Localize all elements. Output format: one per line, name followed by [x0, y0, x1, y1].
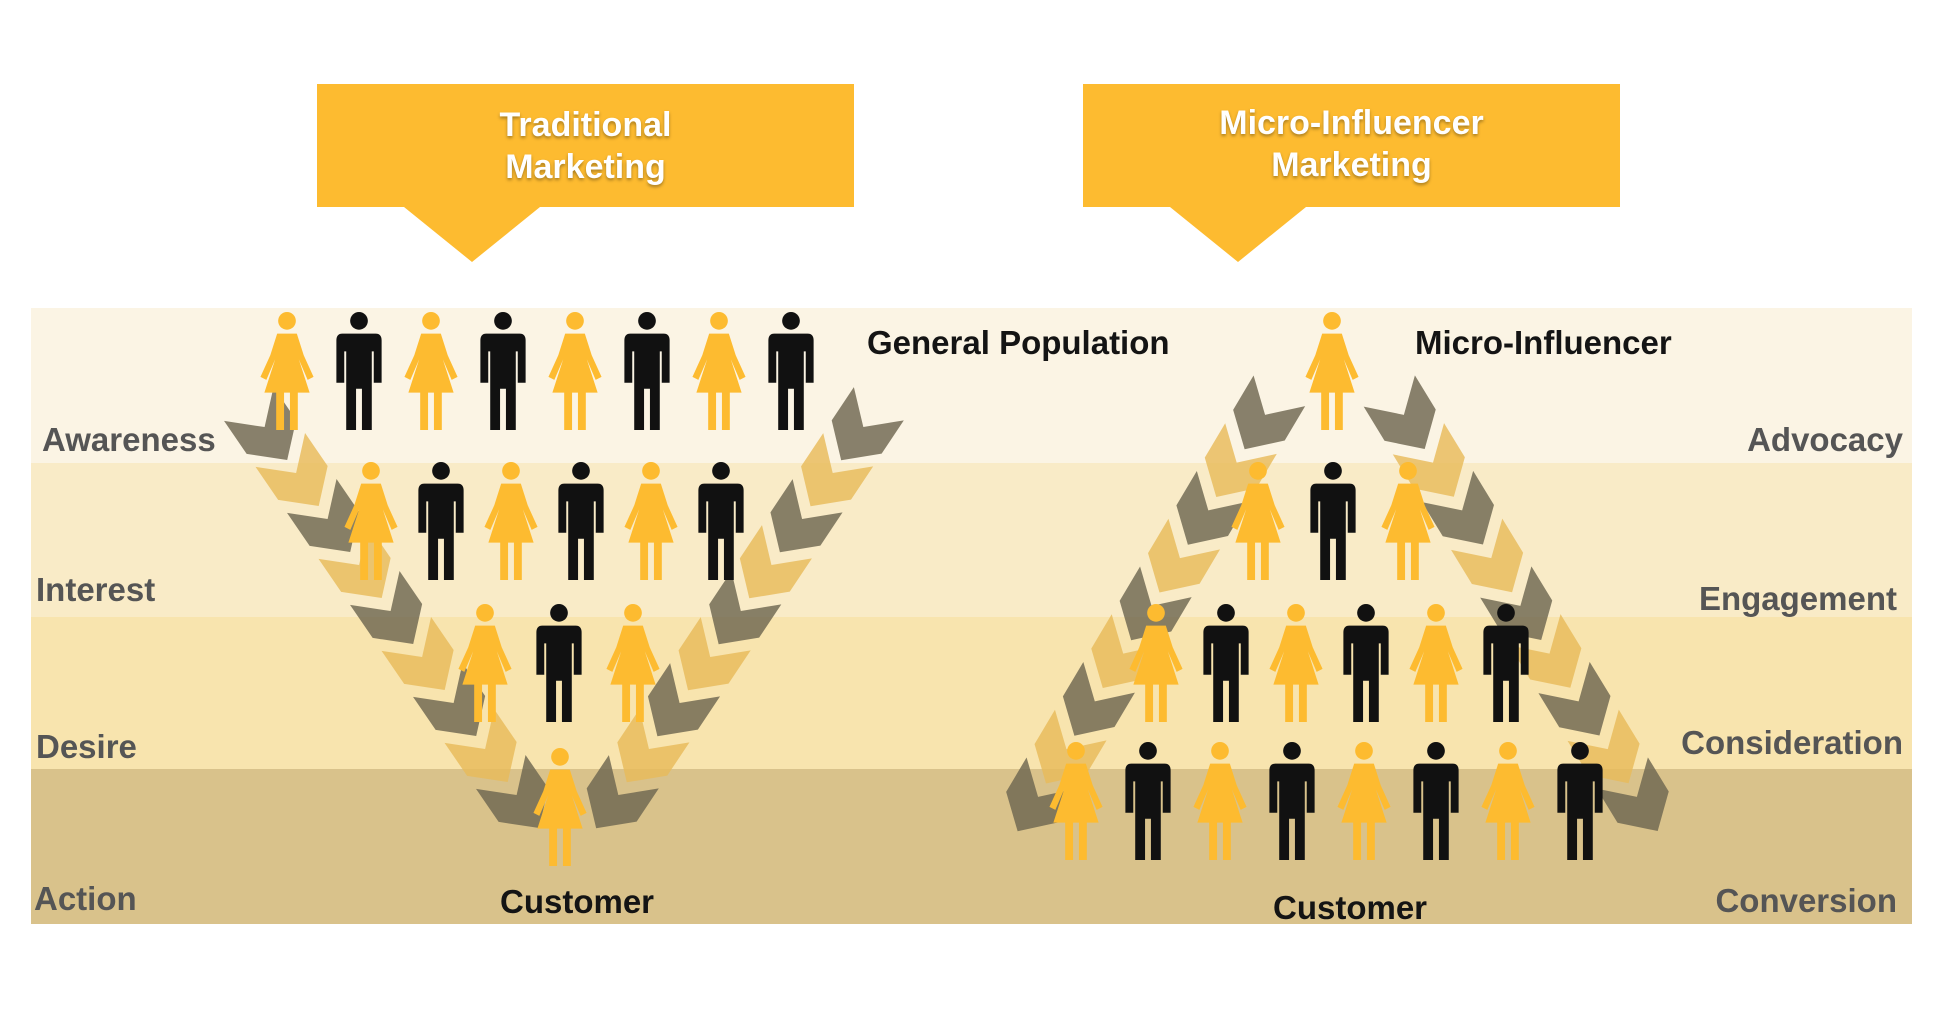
micro-influencer-label: Micro-Influencer — [1415, 324, 1672, 361]
funnel-chevron-right — [801, 433, 874, 507]
funnel-chevron-left — [381, 616, 454, 691]
pyramid-chevron-right — [1596, 757, 1669, 832]
funnel-chevron-right — [678, 617, 751, 691]
people-figures — [260, 312, 1603, 866]
interest-person — [484, 462, 538, 580]
funnel-chevron-left — [318, 524, 391, 599]
population-person — [692, 312, 746, 430]
conversion-person — [1125, 742, 1171, 860]
engagement-person — [1310, 462, 1356, 580]
population-person — [260, 312, 314, 430]
consideration-person — [1409, 604, 1463, 722]
micro-title-line1: Micro-Influencer — [1219, 104, 1484, 142]
interest-person — [698, 462, 744, 580]
funnel-chevron-right — [709, 571, 782, 645]
traditional-customer-label: Customer — [500, 883, 655, 920]
consideration-person — [1129, 604, 1183, 722]
population-person — [624, 312, 670, 430]
conversion-person — [1337, 742, 1391, 860]
funnel-chevron-right — [831, 387, 904, 461]
funnel-chevron-left — [350, 570, 423, 645]
conversion-person — [1193, 742, 1247, 860]
desire-person — [536, 604, 582, 722]
stage-label-advocacy: Advocacy — [1747, 421, 1903, 458]
funnel-chevron-left — [287, 478, 360, 553]
traditional-title-line2: Marketing — [505, 148, 666, 186]
desire-person — [606, 604, 660, 722]
funnel-chevron-left — [444, 708, 517, 783]
consideration-person — [1203, 604, 1249, 722]
desire-person — [458, 604, 512, 722]
conversion-person — [1481, 742, 1535, 860]
chevron-arrows — [224, 375, 1669, 832]
engagement-person — [1381, 462, 1435, 580]
influencer-person — [1305, 312, 1359, 430]
stage-label-conversion: Conversion — [1715, 882, 1897, 919]
pyramid-chevron-left — [1034, 709, 1107, 784]
pyramid-chevron-right — [1363, 375, 1436, 450]
callout-shapes — [317, 84, 1620, 262]
stage-label-interest: Interest — [36, 571, 156, 608]
pyramid-chevron-right — [1480, 566, 1553, 641]
population-person — [480, 312, 526, 430]
consideration-person — [1483, 604, 1529, 722]
funnel-chevron-right — [586, 755, 659, 829]
stage-label-engagement: Engagement — [1698, 580, 1897, 617]
population-person — [548, 312, 602, 430]
traditional-title: Traditional Marketing — [317, 104, 854, 188]
conversion-person — [1557, 742, 1603, 860]
conversion-person — [1049, 742, 1103, 860]
conversion-person — [1269, 742, 1315, 860]
interest-person — [624, 462, 678, 580]
population-person — [336, 312, 382, 430]
interest-person — [418, 462, 464, 580]
interest-person — [344, 462, 398, 580]
stage-label-consideration: Consideration — [1681, 724, 1903, 761]
pyramid-chevron-right — [1451, 518, 1524, 593]
interest-person — [558, 462, 604, 580]
pyramid-chevron-left — [1062, 661, 1135, 736]
general-population-label: General Population — [867, 324, 1170, 361]
micro-customer-label: Customer — [1273, 889, 1428, 926]
pyramid-chevron-left — [1148, 518, 1221, 593]
micro-title-line2: Marketing — [1271, 146, 1432, 184]
funnel-chevron-right — [617, 709, 690, 783]
pyramid-chevron-right — [1538, 661, 1611, 736]
engagement-person — [1231, 462, 1285, 580]
pyramid-chevron-left — [1176, 470, 1249, 545]
stage-label-desire: Desire — [36, 728, 137, 765]
traditional-title-line1: Traditional — [499, 106, 672, 144]
pyramid-chevron-left — [1233, 375, 1306, 450]
consideration-person — [1343, 604, 1389, 722]
micro-callout-shape — [1083, 84, 1620, 262]
funnel-chevron-right — [770, 479, 843, 553]
conversion-person — [1413, 742, 1459, 860]
funnel-chevron-left — [255, 432, 328, 507]
funnel-chevron-right — [739, 525, 812, 599]
funnel-chevron-left — [476, 754, 549, 829]
traditional-callout-shape — [317, 84, 854, 262]
stage-label-awareness: Awareness — [42, 421, 216, 458]
consideration-person — [1269, 604, 1323, 722]
stage-label-action: Action — [34, 880, 137, 917]
micro-title: Micro-Influencer Marketing — [1083, 102, 1620, 186]
population-person — [404, 312, 458, 430]
customer-person — [533, 748, 587, 866]
pyramid-chevron-right — [1421, 470, 1494, 545]
funnel-chevron-right — [647, 663, 721, 737]
population-person — [768, 312, 814, 430]
pyramid-chevron-left — [1119, 566, 1192, 641]
